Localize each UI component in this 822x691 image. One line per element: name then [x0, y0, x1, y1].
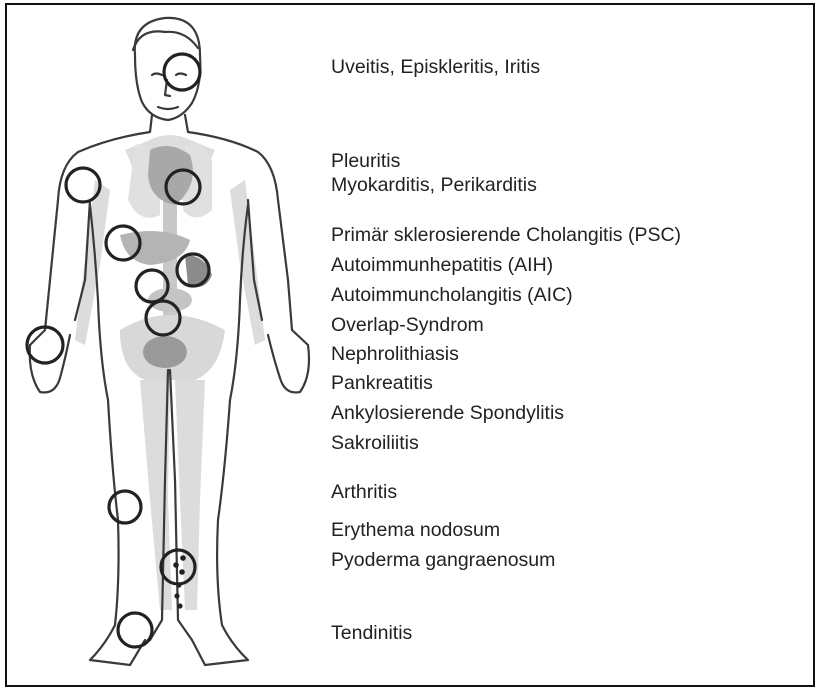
label-pyoderma: Pyoderma gangraenosum: [331, 549, 555, 571]
label-uveitis: Uveitis, Episkleritis, Iritis: [331, 56, 540, 78]
label-myokarditis: Myokarditis, Perikarditis: [331, 174, 537, 196]
label-spondylitis: Ankylosierende Spondylitis: [331, 402, 564, 424]
label-nephrolithiasis: Nephrolithiasis: [331, 343, 459, 365]
marker-eye: [164, 54, 200, 90]
label-erythema: Erythema nodosum: [331, 519, 500, 541]
label-aih: Autoimmunhepatitis (AIH): [331, 254, 553, 276]
marker-ankle: [118, 613, 152, 647]
marker-wrist: [27, 327, 63, 363]
label-overlap: Overlap-Syndrom: [331, 314, 484, 336]
label-tendinitis: Tendinitis: [331, 622, 412, 644]
label-psc: Primär sklerosierende Cholangitis (PSC): [331, 224, 681, 246]
label-aic: Autoimmuncholangitis (AIC): [331, 284, 573, 306]
label-pleuritis: Pleuritis: [331, 150, 400, 172]
label-pankreatitis: Pankreatitis: [331, 372, 433, 394]
marker-knee: [109, 491, 141, 523]
label-arthritis: Arthritis: [331, 481, 397, 503]
label-sakroiliitis: Sakroiliitis: [331, 432, 419, 454]
